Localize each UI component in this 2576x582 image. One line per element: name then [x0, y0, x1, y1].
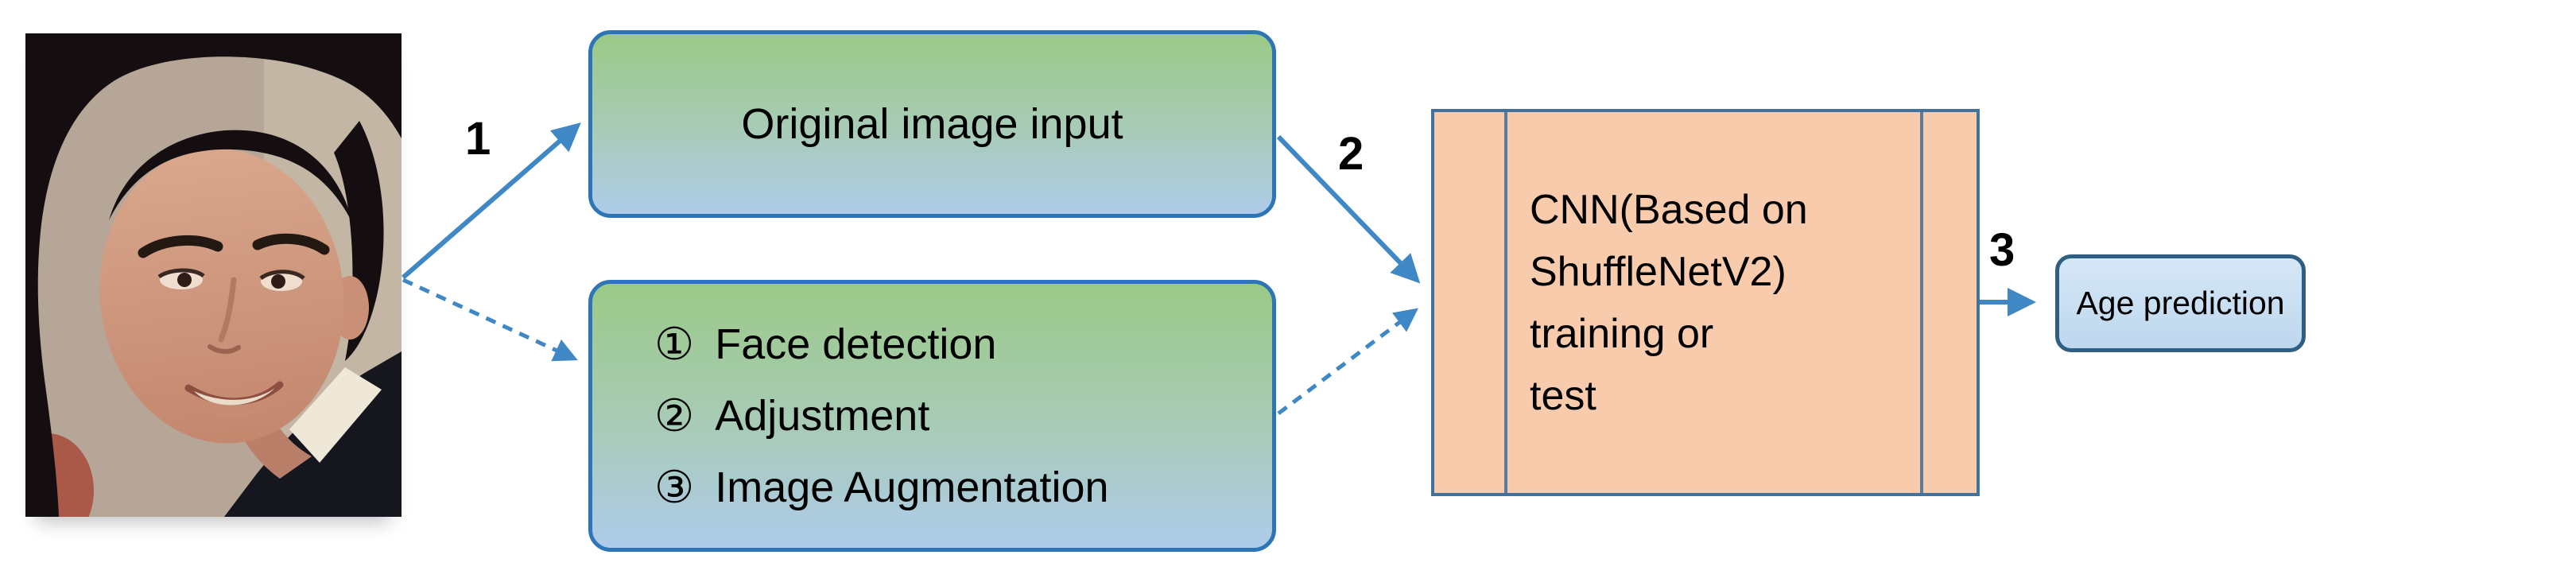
- cnn-label: CNN(Based on ShuffleNetV2) training or t…: [1530, 179, 1808, 427]
- age-prediction-label: Age prediction: [2076, 285, 2285, 321]
- cnn-label-line-2: ShuffleNetV2): [1530, 248, 1787, 295]
- lower-lip: [201, 400, 271, 417]
- circled-two-icon: ②: [654, 390, 695, 440]
- cnn-label-line-4: test: [1530, 372, 1596, 419]
- face-detection-label: Face detection: [715, 320, 997, 368]
- adjustment-label: Adjustment: [715, 392, 930, 440]
- nostrils: [208, 344, 241, 355]
- circled-three-icon: ③: [654, 462, 695, 512]
- left-eyelid: [157, 268, 205, 279]
- face-photo-illustration: [25, 33, 402, 517]
- teeth: [194, 388, 275, 405]
- preprocessing-item-1: ① Face detection: [654, 320, 1272, 369]
- circled-one-icon: ①: [654, 319, 695, 369]
- arrow-step1-dashed: [402, 277, 578, 362]
- left-eyebrow: [138, 235, 223, 258]
- right-eyelid: [259, 270, 305, 281]
- arrow-step2-dashed: [1277, 308, 1418, 415]
- cnn-label-line-1: CNN(Based on: [1530, 186, 1808, 233]
- right-eyebrow: [252, 233, 330, 255]
- step-label-2: 2: [1338, 128, 1364, 180]
- preprocessing-item-3: ③ Image Augmentation: [654, 463, 1272, 512]
- input-face-photo: [25, 33, 402, 517]
- hair: [25, 33, 402, 517]
- hair-side: [334, 121, 384, 361]
- cnn-box: CNN(Based on ShuffleNetV2) training or t…: [1431, 109, 1980, 496]
- left-iris: [177, 273, 192, 287]
- shirt-collar: [289, 367, 382, 463]
- cnn-right-divider: [1920, 112, 1923, 493]
- image-augmentation-label: Image Augmentation: [715, 464, 1109, 511]
- hair-fringe: [109, 130, 353, 224]
- right-iris: [271, 274, 285, 289]
- preprocessing-box: ① Face detection ② Adjustment ③ Image Au…: [588, 280, 1276, 552]
- original-image-input-box: Original image input: [588, 30, 1276, 218]
- cnn-left-divider: [1504, 112, 1507, 493]
- cnn-label-line-3: training or: [1530, 310, 1714, 357]
- preprocessing-item-2: ② Adjustment: [654, 391, 1272, 440]
- original-image-input-label: Original image input: [741, 100, 1123, 148]
- age-prediction-box: Age prediction: [2055, 254, 2306, 352]
- step-label-1: 1: [465, 113, 491, 165]
- step-label-3: 3: [1989, 224, 2015, 276]
- face: [99, 148, 344, 444]
- nose: [218, 277, 237, 343]
